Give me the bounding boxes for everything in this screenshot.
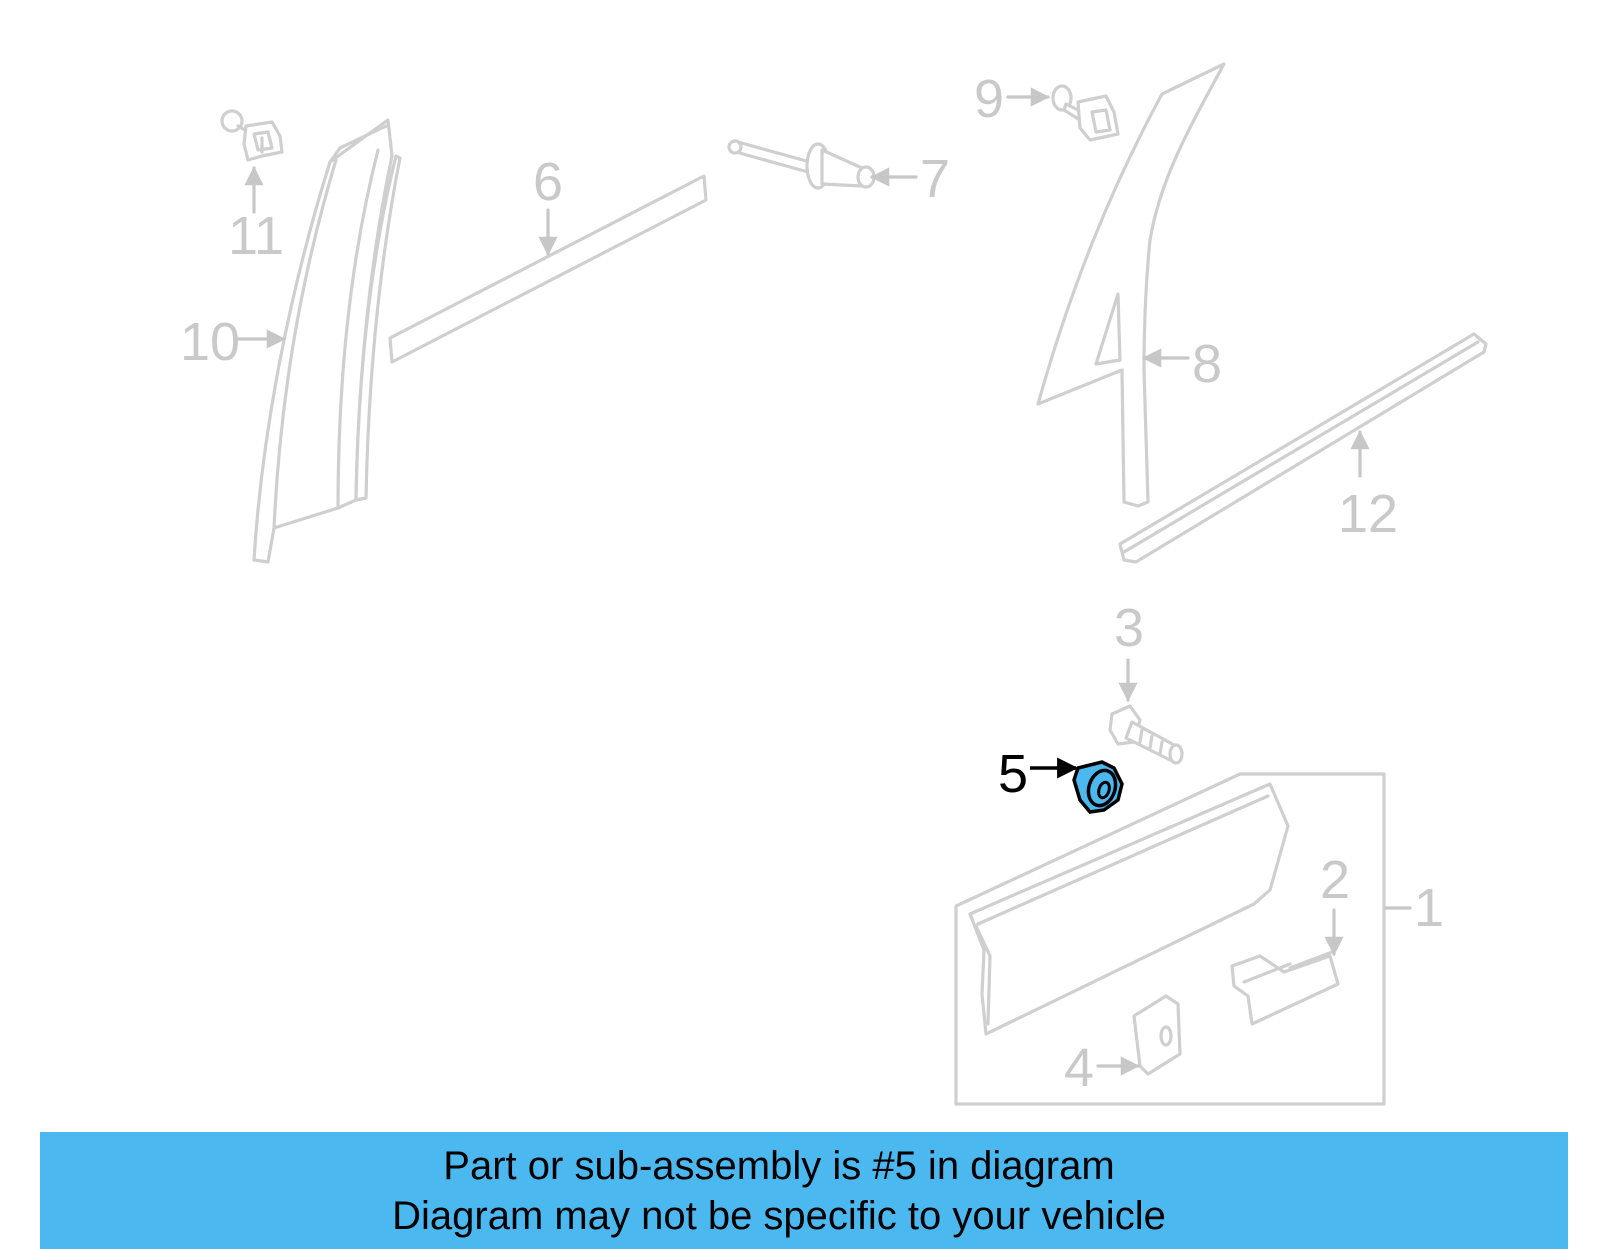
callout-8: 8 bbox=[1192, 334, 1222, 394]
callout-3: 3 bbox=[1114, 598, 1144, 658]
callout-6: 6 bbox=[533, 152, 563, 212]
callout-10: 10 bbox=[180, 312, 240, 372]
callout-5: 5 bbox=[998, 744, 1028, 804]
caption-banner: Part or sub-assembly is #5 in diagram Di… bbox=[40, 1132, 1568, 1249]
leader-lines bbox=[236, 87, 1412, 1076]
part-1-door-molding-assembly bbox=[954, 772, 1386, 1106]
callout-labels: 11 10 6 7 9 8 12 3 2 1 4 5 bbox=[180, 69, 1444, 1098]
part-10-pillar-trim bbox=[252, 118, 402, 564]
caption-line-2: Diagram may not be specific to your vehi… bbox=[392, 1193, 1166, 1238]
part-4-clip bbox=[1132, 994, 1182, 1076]
part-7-rivet bbox=[727, 139, 876, 190]
part-3-bolt bbox=[1108, 704, 1184, 765]
part-5-grommet[interactable] bbox=[1072, 760, 1124, 814]
part-12-belt-strip bbox=[1118, 332, 1488, 564]
callout-1: 1 bbox=[1414, 878, 1444, 938]
callout-7: 7 bbox=[920, 149, 950, 209]
part-6-molding-strip bbox=[388, 174, 708, 364]
callout-11: 11 bbox=[228, 206, 284, 266]
part-9-clip bbox=[1051, 84, 1120, 142]
callout-2: 2 bbox=[1320, 850, 1350, 910]
callout-12: 12 bbox=[1338, 484, 1398, 544]
callout-4: 4 bbox=[1064, 1038, 1094, 1098]
part-2-bracket bbox=[1230, 950, 1340, 1026]
part-8-quarter-trim bbox=[1036, 62, 1226, 508]
part-11-clip bbox=[220, 109, 284, 162]
caption-line-1: Part or sub-assembly is #5 in diagram bbox=[443, 1143, 1115, 1188]
callout-9: 9 bbox=[974, 69, 1004, 129]
